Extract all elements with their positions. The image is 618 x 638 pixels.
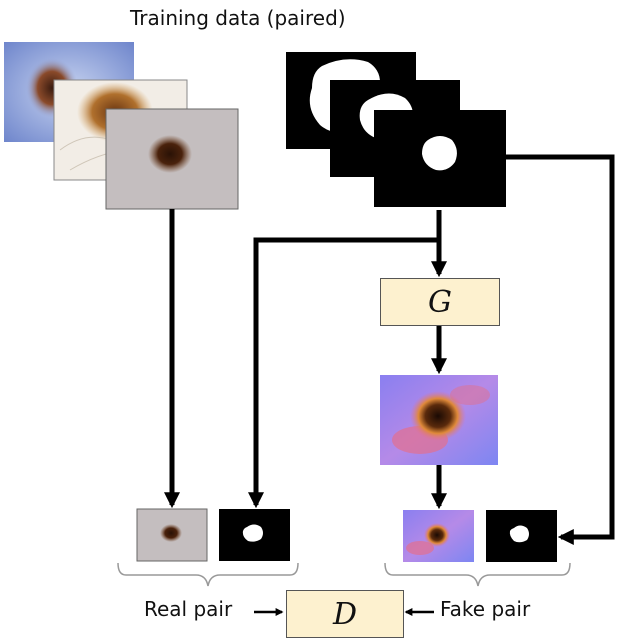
real-pair-brace bbox=[117, 562, 299, 587]
arrow-mask-to-fake-pair bbox=[506, 154, 615, 546]
generated-image bbox=[380, 375, 498, 465]
mask-front bbox=[374, 110, 506, 207]
generator-label: G bbox=[428, 284, 452, 320]
arrows bbox=[163, 154, 615, 546]
mask-image-stack bbox=[286, 52, 506, 207]
discriminator-box: D bbox=[286, 590, 404, 638]
arrow-mask-to-real-pair bbox=[247, 210, 442, 509]
skin-image-front bbox=[105, 108, 239, 210]
fake-pair-brace bbox=[384, 562, 571, 587]
fake-pair-label: Fake pair bbox=[440, 597, 531, 621]
generator-box: G bbox=[380, 278, 500, 326]
real-pair-label: Real pair bbox=[144, 597, 233, 621]
diagram-title: Training data (paired) bbox=[130, 6, 346, 30]
discriminator-label: D bbox=[332, 596, 358, 632]
fake-pair-mask bbox=[486, 510, 557, 562]
skin-image-stack bbox=[4, 42, 239, 210]
real-pair-skin-image bbox=[136, 508, 208, 562]
real-pair-mask bbox=[219, 509, 290, 561]
fake-pair-generated-image bbox=[403, 510, 474, 562]
